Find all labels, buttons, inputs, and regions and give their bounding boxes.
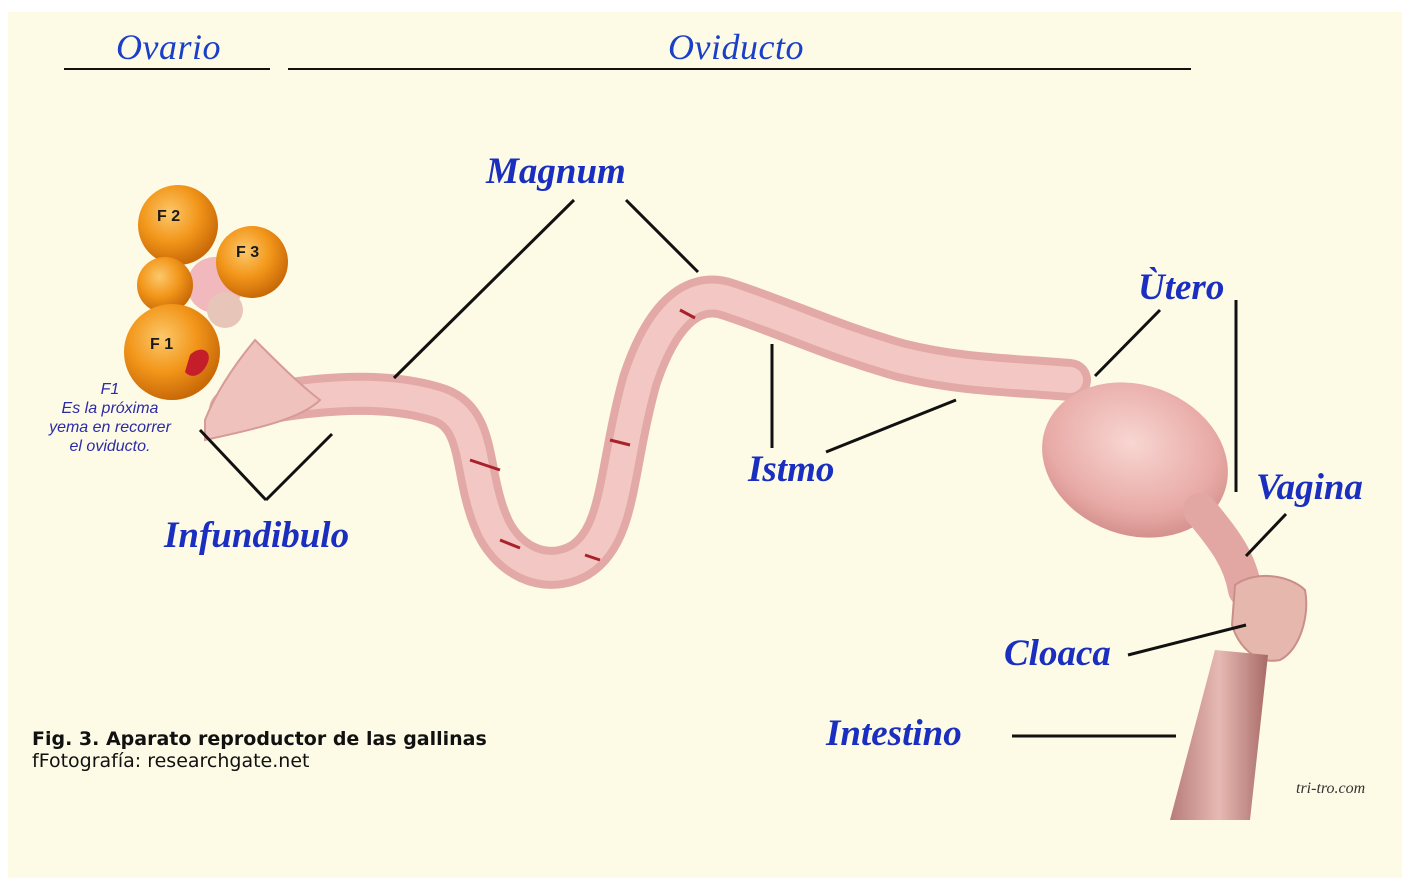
f1-note-line-3: yema en recorrer bbox=[20, 418, 200, 437]
oviducto-heading: Oviducto bbox=[668, 26, 804, 68]
ovario-underline bbox=[64, 68, 270, 70]
infundibulo-label: Infundibulo bbox=[164, 514, 349, 557]
follicle-f2-label: F 2 bbox=[157, 208, 180, 226]
f1-note: F1 Es la próxima yema en recorrer el ovi… bbox=[20, 380, 200, 456]
utero-label: Ùtero bbox=[1138, 266, 1224, 309]
oviducto-underline bbox=[288, 68, 1191, 70]
figure-caption: Fig. 3. Aparato reproductor de las galli… bbox=[32, 728, 487, 772]
intestino-label: Intestino bbox=[826, 712, 962, 755]
infundibulum-funnel bbox=[205, 340, 320, 440]
f1-note-line-1: F1 bbox=[20, 380, 200, 399]
cloaca-tissue bbox=[1232, 576, 1306, 661]
ovario-heading: Ovario bbox=[116, 26, 221, 68]
f1-note-line-4: el oviducto. bbox=[20, 437, 200, 456]
watermark-text: tri-tro.com bbox=[1296, 780, 1365, 798]
vagina-label: Vagina bbox=[1256, 466, 1363, 509]
cloaca-label: Cloaca bbox=[1004, 632, 1111, 675]
magnum-label: Magnum bbox=[486, 150, 626, 193]
caption-title: Fig. 3. Aparato reproductor de las galli… bbox=[32, 728, 487, 750]
istmo-label: Istmo bbox=[748, 448, 834, 491]
intestine-tube bbox=[1170, 650, 1268, 820]
f1-note-line-2: Es la próxima bbox=[20, 399, 200, 418]
caption-credit: fFotografía: researchgate.net bbox=[32, 750, 487, 772]
follicle-f1-label: F 1 bbox=[150, 336, 173, 354]
follicle-f3 bbox=[216, 226, 288, 298]
follicle-f3-label: F 3 bbox=[236, 244, 259, 262]
